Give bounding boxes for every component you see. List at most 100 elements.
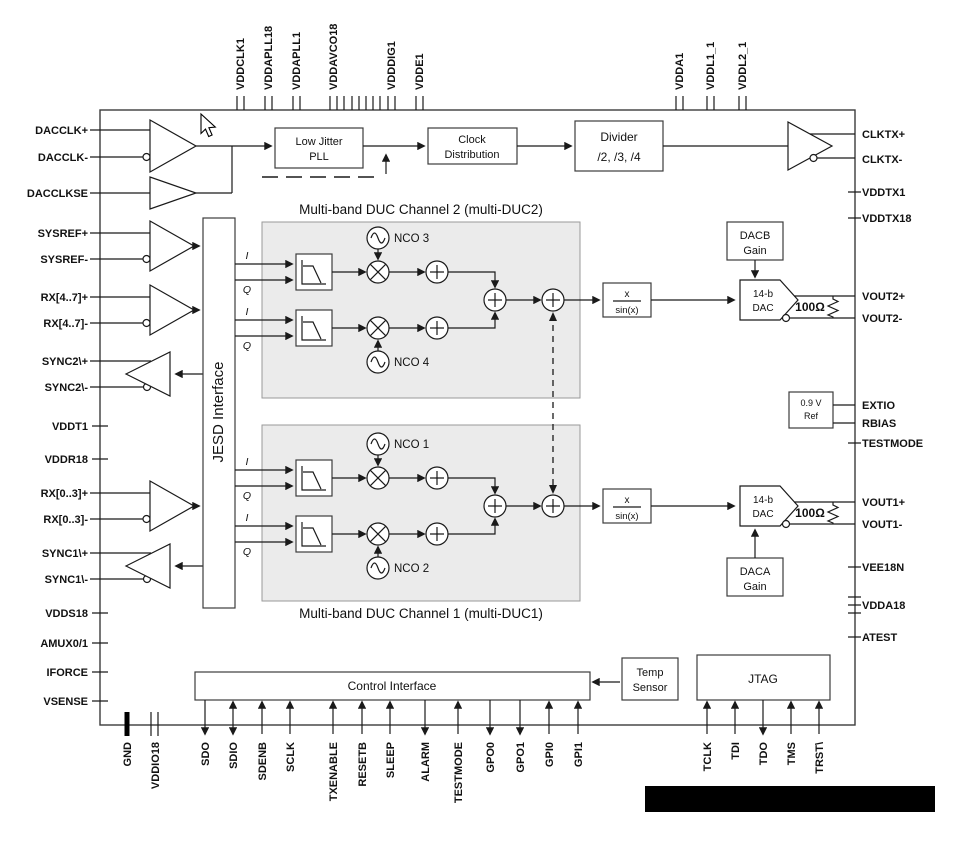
dac-label-1: 14-b (753, 289, 773, 300)
pin-label: DACCLKSE (27, 188, 88, 200)
termination-value: 100Ω (795, 506, 825, 520)
pin-label: ALARM (420, 742, 432, 782)
invert-bubble (809, 153, 818, 163)
top-pin-labels: VDDCLK1 VDDAPLL18 VDDAPLL1 VDDAVCO18 VDD… (235, 24, 749, 90)
cross-channel-coupling (549, 312, 557, 494)
dacclkse-buffer (149, 176, 198, 210)
sinx-numerator: x (625, 289, 630, 300)
pin-label: SYSREF+ (38, 228, 88, 240)
termination-value: 100Ω (795, 300, 825, 314)
clock-dist-label-1: Clock (458, 134, 486, 146)
control-interface-block (194, 671, 591, 701)
pin-label: VDDTX18 (862, 213, 912, 225)
io-buffers (124, 118, 855, 589)
jesd-label: JESD Interface (210, 362, 227, 463)
q-label: Q (243, 340, 251, 352)
mouse-cursor (200, 112, 217, 138)
temp-sensor-label-1: Temp (637, 667, 664, 679)
sync2-driver (124, 351, 171, 397)
pin-label: VDDTX1 (862, 187, 905, 199)
divider-block (574, 120, 664, 172)
pin-label: SYNC1\+ (42, 548, 88, 560)
vddio18-pin (150, 712, 159, 736)
left-pin-labels: DACCLK+ DACCLK- DACCLKSE SYSREF+ SYSREF-… (27, 125, 88, 708)
temp-sensor-block (621, 657, 679, 701)
pin-label: AMUX0/1 (40, 638, 88, 650)
sinx-denominator: sin(x) (615, 511, 638, 522)
pin-label: TESTMODE (862, 438, 923, 450)
invert-bubble (142, 152, 151, 162)
pin-label: IFORCE (46, 667, 88, 679)
pin-label: DACCLK+ (35, 125, 88, 137)
invert-bubble (142, 254, 151, 264)
duc1-title: Multi-band DUC Channel 1 (multi-DUC1) (299, 606, 543, 621)
dacb-gain-block (726, 221, 784, 261)
invert-bubble (142, 514, 151, 524)
ref-label-1: 0.9 V (800, 398, 821, 408)
dacclk-buffer (149, 118, 198, 174)
sync1-driver (124, 543, 171, 589)
pin-label: VDDAPLL18 (263, 26, 275, 90)
pin-label: DACCLK- (38, 152, 88, 164)
duc-channel-1: Multi-band DUC Channel 1 (multi-DUC1) I … (235, 424, 601, 621)
pin-label: TRST\ (814, 742, 826, 774)
dac-core (739, 485, 799, 527)
pin-label: VOUT2+ (862, 291, 905, 303)
dacb-gain-label-2: Gain (743, 245, 766, 257)
pin-label: CLKTX+ (862, 129, 905, 141)
pin-label: TESTMODE (453, 742, 465, 803)
invert-bubble (781, 313, 791, 323)
dac-core (739, 279, 799, 321)
pin-label: TCLK (702, 742, 714, 771)
sinx-denominator: sin(x) (615, 305, 638, 316)
q-label: Q (243, 284, 251, 296)
pin-label: RX[4..7]+ (41, 292, 88, 304)
jesd-interface: JESD Interface (202, 217, 236, 609)
dac-label-1: 14-b (753, 495, 773, 506)
i-label: I (246, 512, 249, 524)
sinx-correction-2: x sin(x) (602, 282, 736, 318)
pin-label: SDIO (228, 742, 240, 769)
control-interface-label: Control Interface (348, 679, 437, 693)
reference-block: 0.9 V Ref (788, 391, 855, 429)
sinx-correction-1: x sin(x) (602, 488, 736, 524)
rx47-buffer (149, 283, 196, 337)
pin-label: VDDAPLL1 (291, 32, 303, 90)
invert-bubble (781, 519, 791, 529)
temp-sensor-label-2: Sensor (633, 682, 668, 694)
pll-label-2: PLL (309, 151, 329, 163)
q-label: Q (243, 490, 251, 502)
right-pin-labels: CLKTX+ CLKTX- VDDTX1 VDDTX18 VOUT2+ VOUT… (848, 129, 923, 644)
arrow-down (549, 485, 557, 494)
pin-label: SYNC2\+ (42, 356, 88, 368)
daca-gain-label-2: Gain (743, 581, 766, 593)
duc2-title: Multi-band DUC Channel 2 (multi-DUC2) (299, 202, 543, 217)
pin-label: TDI (730, 742, 742, 760)
pin-label: RX[0..3]- (43, 514, 88, 526)
pin-label: VDDL2_1 (737, 42, 749, 90)
ref-label-2: Ref (804, 411, 819, 421)
pin-label: GPO1 (515, 742, 527, 773)
clock-chain: Low Jitter PLL Clock Distribution Divide… (262, 120, 788, 178)
pin-label: SDO (200, 742, 212, 766)
pin-label: VEE18N (862, 562, 904, 574)
pin-label: VDDDIG1 (386, 41, 398, 90)
dac-b: DACB Gain 14-b DAC 100Ω (726, 221, 855, 323)
pin-label: SYNC1\- (45, 574, 89, 586)
jtag-label: JTAG (748, 672, 778, 686)
nco3-label: NCO 3 (394, 233, 429, 245)
nco2-label: NCO 2 (394, 563, 429, 575)
pin-label: VDDT1 (52, 421, 88, 433)
pin-label: TMS (786, 742, 798, 765)
pin-label: VSENSE (43, 696, 88, 708)
left-pin-wires (90, 129, 152, 702)
pin-label: GPO0 (485, 742, 497, 773)
nco4-label: NCO 4 (394, 357, 430, 369)
bottom-pin-labels: GND VDDIO18 SDO SDIO SDENB SCLK TXENABLE… (122, 742, 826, 804)
pin-label: SLEEP (385, 742, 397, 778)
control-section: Control Interface Temp Sensor JTAG (194, 654, 831, 701)
pin-label: VDDA1 (674, 53, 686, 90)
pin-label: SDENB (257, 742, 269, 781)
dac-a: 14-b DAC DACA Gain 100Ω (726, 485, 855, 597)
